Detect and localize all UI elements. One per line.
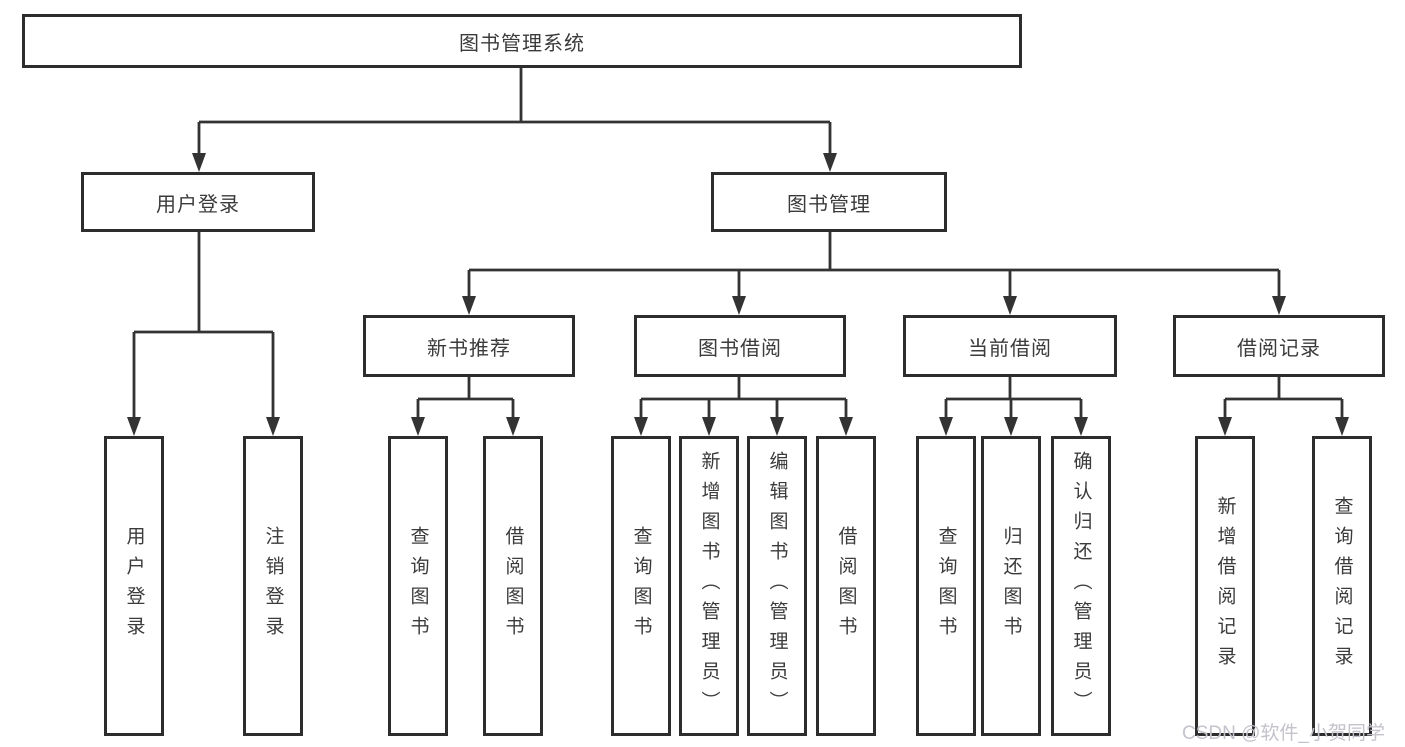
leaf-query-borrow-record-label: 查询借阅记录 — [1331, 496, 1353, 676]
node-book-management: 图书管理 — [711, 172, 947, 232]
node-borrow-records: 借阅记录 — [1173, 315, 1385, 377]
leaf-query-book-current-label: 查询图书 — [935, 526, 957, 646]
leaf-borrow-book-label: 借阅图书 — [835, 526, 857, 646]
node-book-management-label: 图书管理 — [787, 193, 871, 216]
leaf-logout-label: 注销登录 — [262, 526, 284, 646]
leaf-borrow-book: 借阅图书 — [816, 436, 876, 736]
leaf-logout: 注销登录 — [243, 436, 303, 736]
leaf-confirm-return-admin-label: 确认归还（管理员） — [1070, 451, 1092, 721]
leaf-query-book-recommend: 查询图书 — [388, 436, 448, 736]
leaf-return-book: 归还图书 — [981, 436, 1041, 736]
node-book-borrow-label: 图书借阅 — [698, 337, 782, 360]
node-new-book-recommend-label: 新书推荐 — [427, 337, 511, 360]
leaf-return-book-label: 归还图书 — [1000, 526, 1022, 646]
leaf-add-book-admin: 新增图书（管理员） — [679, 436, 739, 736]
leaf-query-book-borrow-label: 查询图书 — [630, 526, 652, 646]
node-book-borrow: 图书借阅 — [634, 315, 846, 377]
leaf-query-book-recommend-label: 查询图书 — [407, 526, 429, 646]
leaf-query-borrow-record: 查询借阅记录 — [1312, 436, 1372, 736]
leaf-add-book-admin-label: 新增图书（管理员） — [698, 451, 720, 721]
node-current-borrow: 当前借阅 — [903, 315, 1117, 377]
node-new-book-recommend: 新书推荐 — [363, 315, 575, 377]
watermark: CSDN @软件_小贺同学 — [1182, 723, 1385, 744]
node-user-login: 用户登录 — [81, 172, 315, 232]
leaf-add-borrow-record-label: 新增借阅记录 — [1214, 496, 1236, 676]
leaf-borrow-book-recommend: 借阅图书 — [483, 436, 543, 736]
leaf-edit-book-admin: 编辑图书（管理员） — [747, 436, 807, 736]
node-borrow-records-label: 借阅记录 — [1237, 337, 1321, 360]
node-root: 图书管理系统 — [22, 14, 1022, 68]
node-root-label: 图书管理系统 — [459, 32, 585, 55]
leaf-user-login: 用户登录 — [104, 436, 164, 736]
node-current-borrow-label: 当前借阅 — [968, 337, 1052, 360]
leaf-query-book-borrow: 查询图书 — [611, 436, 671, 736]
leaf-edit-book-admin-label: 编辑图书（管理员） — [766, 451, 788, 721]
leaf-user-login-label: 用户登录 — [123, 526, 145, 646]
leaf-confirm-return-admin: 确认归还（管理员） — [1051, 436, 1111, 736]
leaf-add-borrow-record: 新增借阅记录 — [1195, 436, 1255, 736]
node-user-login-label: 用户登录 — [156, 193, 240, 216]
leaf-query-book-current: 查询图书 — [916, 436, 976, 736]
leaf-borrow-book-recommend-label: 借阅图书 — [502, 526, 524, 646]
